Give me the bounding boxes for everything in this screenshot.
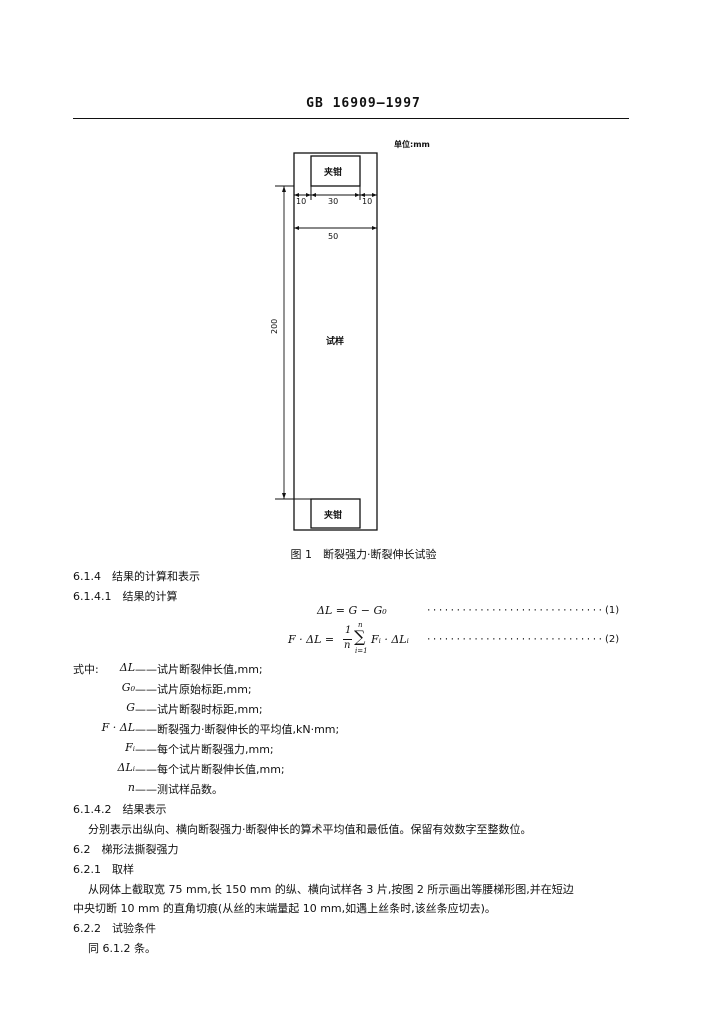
clamp-top-label: 夹钳 (324, 168, 343, 178)
equation-1: ΔL = G − G₀ (317, 604, 387, 617)
section-6-1-4: 6.1.4 结果的计算和表示 (73, 570, 200, 583)
definitions-intro: 式中: (73, 663, 99, 676)
equation-2-frac-bar (343, 639, 352, 640)
paragraph-6-1-4-2: 分别表示出纵向、横向断裂强力·断裂伸长的算术平均值和最低值。保留有效数字至整数位… (88, 823, 532, 836)
section-6-2-2: 6.2.2 试验条件 (73, 922, 156, 935)
paragraph-6-2-2: 同 6.1.2 条。 (88, 942, 156, 955)
definition-symbol: F · ΔL (101, 721, 135, 734)
equation-2-leader: ······································· (426, 635, 604, 645)
equation-2-sum-top: n (358, 621, 363, 629)
specimen-diagram (275, 152, 378, 531)
figure-caption: 图 1 断裂强力·断裂伸长试验 (290, 548, 437, 561)
equation-2-frac-num: 1 (345, 625, 352, 636)
definition-symbol: G₀ (121, 681, 135, 694)
dim-label-left: 10 (296, 197, 307, 206)
definition-symbol: ΔL (119, 661, 135, 674)
clamp-bottom-box (310, 498, 361, 529)
definition-text: ——试片断裂伸长值,mm; (135, 663, 263, 676)
dim-label-right: 10 (362, 197, 373, 206)
sigma-icon: ∑ (354, 627, 366, 646)
paragraph-6-2-1-line1: 从网体上截取宽 75 mm,长 150 mm 的纵、横向试样各 3 片,按图 2… (88, 883, 574, 896)
definition-symbol: G (126, 701, 135, 714)
specimen-outline (293, 152, 378, 531)
equation-1-leader: ······································· (426, 606, 604, 616)
equation-2-number: (2) (605, 634, 620, 645)
definition-text: ——断裂强力·断裂伸长的平均值,kN·mm; (135, 723, 340, 736)
paragraph-6-2-1-line2: 中央切断 10 mm 的直角切痕(从丝的末端量起 10 mm,如遇上丝条时,该丝… (73, 902, 496, 915)
standard-code: GB 16909—1997 (306, 96, 421, 111)
equation-2-sum-bottom: i=1 (355, 647, 368, 655)
equation-2-lhs: F · ΔL = (288, 633, 335, 646)
equation-1-number: (1) (605, 605, 620, 616)
clamp-top-box (310, 155, 361, 187)
definition-text: ——每个试片断裂伸长值,mm; (135, 763, 285, 776)
header-rule (73, 118, 629, 119)
section-6-1-4-2: 6.1.4.2 结果表示 (73, 803, 167, 816)
dim-label-width: 50 (328, 232, 339, 241)
definition-text: ——每个试片断裂强力,mm; (135, 743, 274, 756)
figure-unit: 单位:mm (394, 140, 430, 149)
definition-symbol: ΔLᵢ (117, 761, 135, 774)
clamp-bottom-label: 夹钳 (324, 511, 343, 521)
definition-text: ——试片断裂时标距,mm; (135, 703, 263, 716)
definition-symbol: n (127, 781, 135, 794)
definition-symbol: Fᵢ (125, 741, 135, 754)
section-6-1-4-1: 6.1.4.1 结果的计算 (73, 590, 178, 603)
section-6-2: 6.2 梯形法撕裂强力 (73, 843, 179, 856)
equation-2-rhs: Fᵢ · ΔLᵢ (371, 633, 409, 646)
specimen-label: 试样 (326, 337, 345, 347)
section-6-2-1: 6.2.1 取样 (73, 863, 134, 876)
definition-text: ——试片原始标距,mm; (135, 683, 252, 696)
definition-text: ——测试样品数。 (135, 783, 223, 796)
dim-label-mid: 30 (328, 197, 339, 206)
equation-2-frac-den: n (344, 640, 351, 651)
dim-label-length: 200 (270, 318, 279, 334)
